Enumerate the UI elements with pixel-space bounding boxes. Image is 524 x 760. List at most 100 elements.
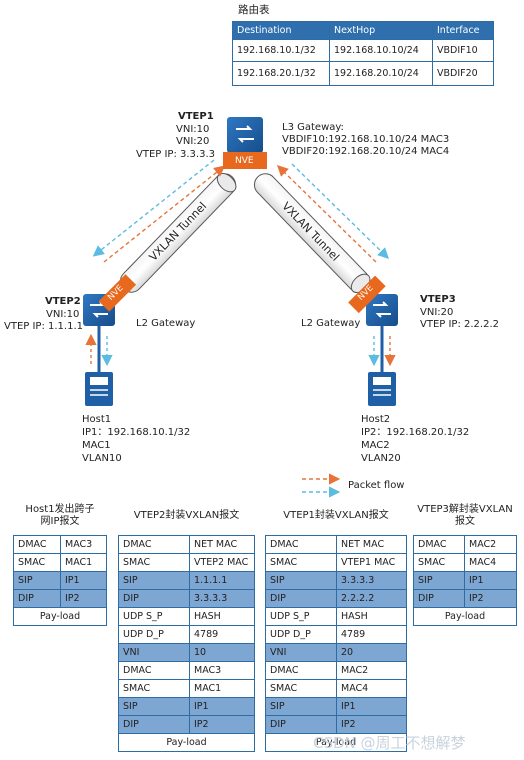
host2-mac: MAC2 — [361, 440, 390, 451]
packet-field: DMAC — [265, 661, 337, 680]
packet-value: MAC4 — [336, 679, 407, 698]
packet-value: IP2 — [336, 715, 407, 734]
packet-field: UDP S_P — [118, 607, 190, 626]
vtep1-gw-line2: VBDIF20:192.168.20.10/24 MAC4 — [282, 146, 450, 157]
route-cell: VBDIF10 — [432, 39, 494, 62]
packet-field: SMAC — [13, 553, 61, 572]
host2-name: Host2 — [361, 414, 391, 425]
packet-field: UDP S_P — [265, 607, 337, 626]
host2-ip: IP2：192.168.20.1/32 — [361, 427, 470, 438]
packet-field: DIP — [118, 715, 190, 734]
packet-value: 3.3.3.3 — [336, 571, 407, 590]
packet-value: IP1 — [336, 697, 407, 716]
route-header-nexthop: NextHop — [329, 21, 433, 40]
vtep1-gw-line1: VBDIF10:192.168.10.10/24 MAC3 — [282, 134, 450, 145]
packet-field: SMAC — [413, 553, 465, 572]
packet-value: IP2 — [464, 589, 517, 608]
packet-value: 3.3.3.3 — [189, 589, 255, 608]
host1-name: Host1 — [82, 414, 112, 425]
packet-field: DIP — [413, 589, 465, 608]
packet-field: VNI — [265, 643, 337, 662]
packet-value: IP2 — [60, 589, 107, 608]
packet-field: UDP D_P — [118, 625, 190, 644]
host2-vlan: VLAN20 — [361, 453, 401, 464]
vtep3-gw: L2 Gateway — [301, 318, 361, 329]
host2-server-icon — [368, 372, 396, 406]
vtep1-ip: VTEP IP: 3.3.3.3 — [136, 149, 215, 160]
packet-field: SMAC — [265, 679, 337, 698]
route-cell: 192.168.20.10/24 — [329, 61, 433, 86]
packet-value: 4789 — [189, 625, 255, 644]
packet-field: UDP D_P — [265, 625, 337, 644]
packet-title-3: VTEP1封装VXLAN报文 — [283, 510, 389, 521]
packet-payload: Pay-load — [118, 733, 255, 752]
packet-value: MAC1 — [60, 553, 107, 572]
packet-value: MAC1 — [189, 679, 255, 698]
packet-value: IP1 — [464, 571, 517, 590]
vtep2-vni: VNI:10 — [46, 309, 80, 320]
vtep2-name: VTEP2 — [45, 296, 81, 307]
watermark: CSDN @周工不想解梦 — [313, 734, 466, 752]
packet-value: IP1 — [60, 571, 107, 590]
vtep2-gw: L2 Gateway — [136, 318, 196, 329]
packet-field: SMAC — [118, 679, 190, 698]
vtep2-ip: VTEP IP: 1.1.1.1 — [4, 321, 83, 332]
host1-mac: MAC1 — [82, 440, 111, 451]
packet-value: MAC2 — [464, 535, 517, 554]
packet-title-4: VTEP3解封装VXLAN 报文 — [417, 504, 513, 527]
vtep2-switch-icon — [83, 274, 137, 326]
packet-value: MAC3 — [189, 661, 255, 680]
host1-vlan: VLAN10 — [82, 453, 122, 464]
packet-value: HASH — [189, 607, 255, 626]
packet-field: SMAC — [265, 553, 337, 572]
flow-arrow-blue-right — [291, 163, 390, 259]
packet-field: DIP — [13, 589, 61, 608]
host1-ip: IP1：192.168.10.1/32 — [82, 427, 191, 438]
packet-value: NET MAC — [189, 535, 255, 554]
packet-value: MAC2 — [336, 661, 407, 680]
packet-payload: Pay-load — [265, 733, 407, 752]
packet-field: DIP — [265, 589, 337, 608]
packet-field: SIP — [265, 697, 337, 716]
packet-field: SIP — [118, 571, 190, 590]
vtep1-vni2: VNI:20 — [176, 136, 210, 147]
packet-value: 1.1.1.1 — [189, 571, 255, 590]
packet-value: VTEP2 MAC — [189, 553, 255, 572]
packet-field: SIP — [265, 571, 337, 590]
packet-value: HASH — [336, 607, 407, 626]
packet-field: DMAC — [118, 661, 190, 680]
packet-field: VNI — [118, 643, 190, 662]
route-header-interface: Interface — [432, 21, 494, 40]
packet-value: 2.2.2.2 — [336, 589, 407, 608]
route-table: Destination NextHop Interface 192.168.10… — [232, 21, 494, 86]
packet-field: SMAC — [118, 553, 190, 572]
vtep3-switch-icon — [348, 275, 398, 326]
packet-value: MAC4 — [464, 553, 517, 572]
packet-field: DIP — [118, 589, 190, 608]
